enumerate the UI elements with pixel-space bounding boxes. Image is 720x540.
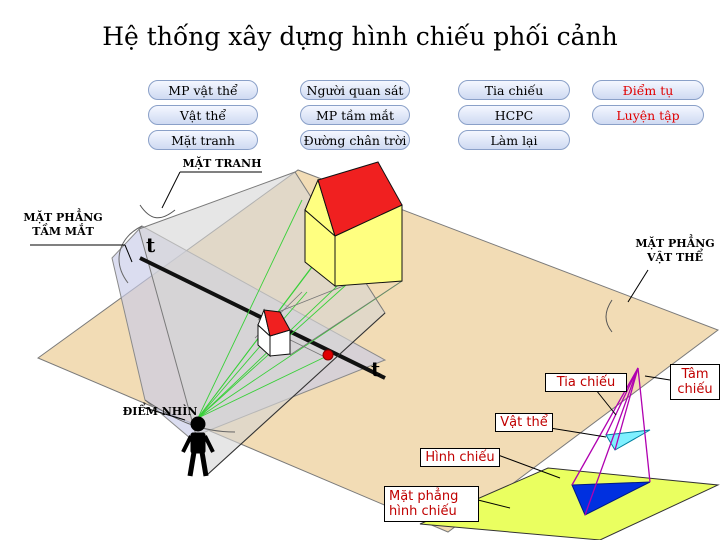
- inset-projection-shape: [571, 481, 651, 516]
- mp-vat-the-button[interactable]: MP vật thể: [148, 80, 258, 100]
- duong-chan-troi-button[interactable]: Đường chân trời: [300, 130, 410, 150]
- inset-projection-system: [419, 367, 720, 540]
- house-image-roof: [263, 309, 291, 337]
- inset-rays: [571, 367, 651, 516]
- horizon-mark-bottom: t: [371, 357, 381, 381]
- horizon-mark-top: t: [146, 233, 156, 257]
- projection-plane-line2: hình chiếu: [389, 504, 457, 519]
- label-leaders: [30, 171, 649, 421]
- lam-lai-button[interactable]: Làm lại: [458, 130, 570, 150]
- ground-line: [206, 312, 386, 476]
- hcpc-button[interactable]: HCPC: [458, 105, 570, 125]
- luyen-tap-button[interactable]: Luyện tập: [592, 105, 704, 125]
- mat-tranh-button[interactable]: Mặt tranh: [148, 130, 258, 150]
- object-plane-label-line1: MẶT PHẲNG: [635, 237, 715, 250]
- inset-leader-object-plane: [477, 499, 511, 509]
- vanishing-point: [322, 349, 334, 361]
- projection-plane-tag: Mặt phẳng hình chiếu: [384, 486, 479, 522]
- object-plane-label-line2: VẬT THỂ: [646, 251, 704, 264]
- house-image: [257, 308, 291, 358]
- object-plane-arc: [605, 299, 613, 333]
- house-roof: [317, 161, 403, 237]
- page-title: Hệ thống xây dựng hình chiếu phối cảnh: [102, 22, 618, 51]
- viewer-figure: [181, 416, 215, 477]
- projection-center-line1: Tâm: [681, 367, 709, 382]
- projection-center-tag: Tâm chiếu: [670, 364, 720, 400]
- inset-leader-center: [644, 375, 671, 381]
- inset-projection-plane: [419, 467, 720, 540]
- house-3d: [304, 161, 403, 288]
- projection-plane-line1: Mặt phẳng: [389, 489, 459, 504]
- object-tag: Vật thể: [495, 413, 553, 432]
- diem-tu-button[interactable]: Điểm tụ: [592, 80, 704, 100]
- eye-plane-label-line1: MẶT PHẲNG: [23, 211, 103, 224]
- eye-plane-edge: [118, 225, 143, 284]
- viewpoint-label: ĐIỂM NHÌN: [122, 405, 198, 418]
- tia-chieu-button[interactable]: Tia chiếu: [458, 80, 570, 100]
- picture-plane-arc: [139, 204, 176, 219]
- picture-plane-label: MẶT TRANH: [182, 157, 262, 170]
- inset-leader-projection: [497, 454, 561, 479]
- nguoi-quan-sat-button[interactable]: Người quan sát: [300, 80, 410, 100]
- ray-tag: Tia chiếu: [545, 373, 627, 392]
- projection-center-line2: chiếu: [677, 382, 713, 397]
- projection-tag: Hình chiếu: [420, 448, 500, 467]
- eye-plane-arc: [144, 399, 236, 433]
- inset-leader-ray: [595, 389, 617, 416]
- eye-plane-label-line2: TẦM MẮT: [32, 225, 94, 238]
- mp-tam-mat-button[interactable]: MP tầm mắt: [300, 105, 410, 125]
- inset-leader-object: [549, 427, 607, 438]
- vat-the-button[interactable]: Vật thể: [148, 105, 258, 125]
